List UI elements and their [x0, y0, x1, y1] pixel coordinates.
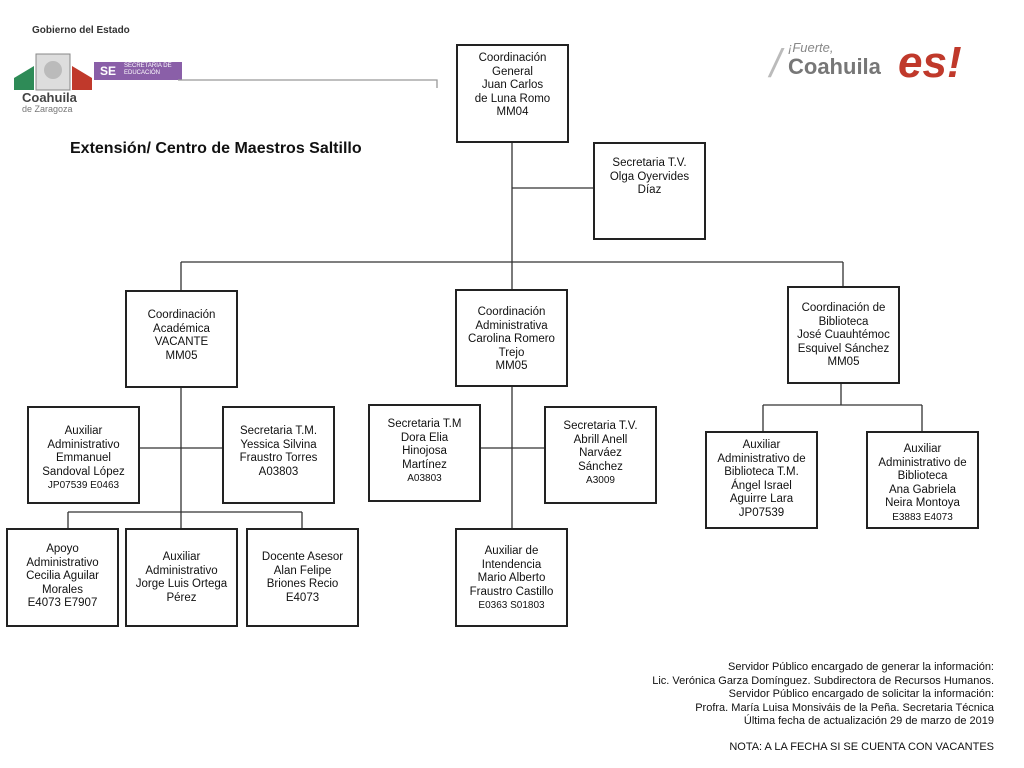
footer-line-1: Servidor Público encargado de generar la… [728, 661, 994, 673]
node-coordinacion-general: Coordinación General Juan Carlos de Luna… [456, 44, 569, 143]
state-shield-icon [14, 53, 92, 91]
node-secretaria-tv-abrill: Secretaria T.V. Abrill Anell Narváez Sán… [544, 406, 657, 504]
footer-line-4: Profra. María Luisa Monsiváis de la Peña… [695, 701, 994, 714]
se-label: SE [100, 64, 117, 78]
node-auxiliar-administrativo-emmanuel: Auxiliar Administrativo Emmanuel Sandova… [27, 406, 140, 504]
node-apoyo-administrativo-cecilia: Apoyo Administrativo Cecilia Aguilar Mor… [6, 528, 119, 627]
node-docente-asesor-alan: Docente Asesor Alan Felipe Briones Recio… [246, 528, 359, 627]
footer-note: NOTA: A LA FECHA SI SE CUENTA CON VACANT… [729, 740, 994, 753]
node-coordinacion-academica: Coordinación Académica VACANTE MM05 [125, 290, 238, 388]
coahuila-text: Coahuila [22, 90, 77, 105]
node-auxiliar-intendencia-mario: Auxiliar de Intendencia Mario Alberto Fr… [455, 528, 568, 627]
node-secretaria-tm-dora: Secretaria T.M Dora Elia Hinojosa Martín… [368, 404, 481, 502]
node-secretaria-tm-yessica: Secretaria T.M. Yessica Silvina Fraustro… [222, 406, 335, 504]
gobierno-estado-text: Gobierno del Estado [32, 25, 130, 36]
secretaria-educacion-badge: SE SECRETARÍA DE EDUCACIÓN [94, 62, 182, 80]
node-auxiliar-biblioteca-angel: Auxiliar Administrativo de Biblioteca T.… [705, 431, 818, 529]
fuerte-text: ¡Fuerte, [788, 40, 834, 55]
node-coordinacion-biblioteca: Coordinación de Biblioteca José Cuauhtém… [787, 286, 900, 384]
node-coordinacion-administrativa: Coordinación Administrativa Carolina Rom… [455, 289, 568, 387]
coahuila-logo-text: Coahuila [788, 54, 881, 79]
footer-line-2: Lic. Verónica Garza Domínguez. Subdirect… [652, 674, 994, 687]
slash-icon: / [770, 42, 782, 86]
node-secretaria-tv-general: Secretaria T.V. Olga Oyervides Díaz [593, 142, 706, 240]
se-text: SECRETARÍA DE EDUCACIÓN [124, 63, 172, 76]
node-auxiliar-biblioteca-ana: Auxiliar Administrativo de Biblioteca An… [866, 431, 979, 529]
zaragoza-text: de Zaragoza [22, 104, 73, 114]
footer-info: Servidor Público encargado de generar la… [652, 661, 994, 754]
node-auxiliar-administrativo-jorge: Auxiliar Administrativo Jorge Luis Orteg… [125, 528, 238, 627]
page-title: Extensión/ Centro de Maestros Saltillo [70, 140, 362, 157]
footer-line-3: Servidor Público encargado de solicitar … [728, 688, 994, 700]
gobierno-coahuila-logo: Gobierno del Estado SE SECRETARÍA DE EDU… [10, 25, 182, 116]
fuerte-coahuila-logo: / ¡Fuerte, Coahuila es! [770, 38, 975, 98]
footer-line-5: Última fecha de actualización 29 de marz… [743, 715, 994, 727]
es-text: es! [898, 38, 962, 87]
